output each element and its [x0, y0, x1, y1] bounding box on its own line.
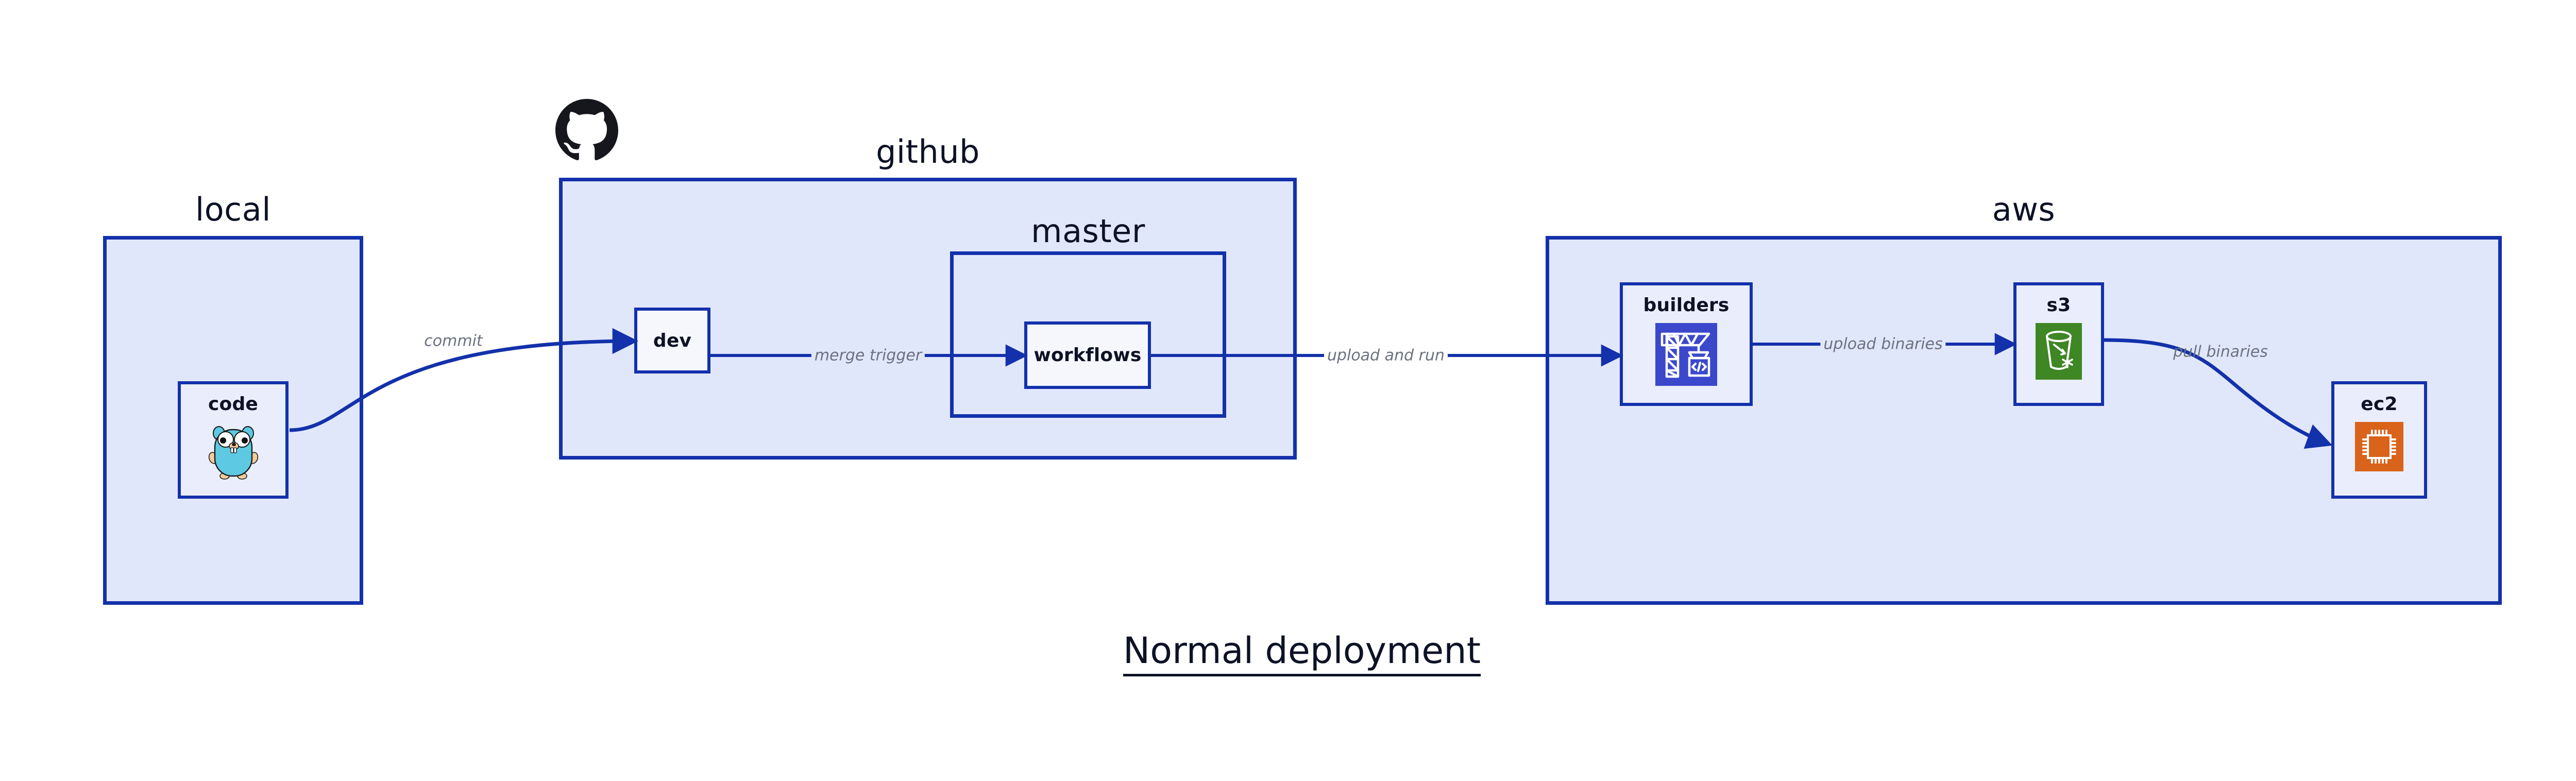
node-s3[interactable]: s3: [2013, 282, 2104, 406]
node-label-dev: dev: [653, 330, 692, 351]
go-gopher-icon: [207, 422, 260, 482]
node-label-builders: builders: [1643, 295, 1730, 316]
group-label-aws: aws: [1992, 191, 2056, 228]
cpu-chip-icon: [2355, 422, 2403, 474]
node-builders[interactable]: builders: [1620, 282, 1753, 406]
node-label-ec2: ec2: [2361, 394, 2398, 415]
edge-label-pull-binaries: pull binaries: [2173, 343, 2268, 361]
diagram-title-text: Normal deployment: [1123, 630, 1481, 676]
edge-label-merge-trigger: merge trigger: [811, 346, 925, 365]
crane-code-icon: [1655, 323, 1717, 388]
group-label-local: local: [195, 191, 271, 228]
edge-label-upload-and-run: upload and run: [1324, 346, 1448, 365]
edge-label-commit: commit: [421, 332, 486, 350]
diagram-title: Normal deployment: [0, 630, 2576, 676]
node-label-workflows: workflows: [1033, 345, 1142, 366]
group-label-github: github: [876, 133, 980, 171]
node-dev[interactable]: dev: [634, 308, 710, 373]
edge-label-upload-binaries: upload binaries: [1820, 335, 1946, 353]
github-octocat-icon: [555, 99, 618, 162]
node-code[interactable]: code: [178, 381, 289, 499]
node-workflows[interactable]: workflows: [1024, 321, 1151, 389]
node-ec2[interactable]: ec2: [2331, 381, 2427, 499]
group-label-master: master: [1031, 212, 1145, 250]
s3-bucket-icon: [2036, 323, 2082, 382]
node-label-s3: s3: [2046, 295, 2071, 316]
node-label-code: code: [208, 394, 259, 415]
